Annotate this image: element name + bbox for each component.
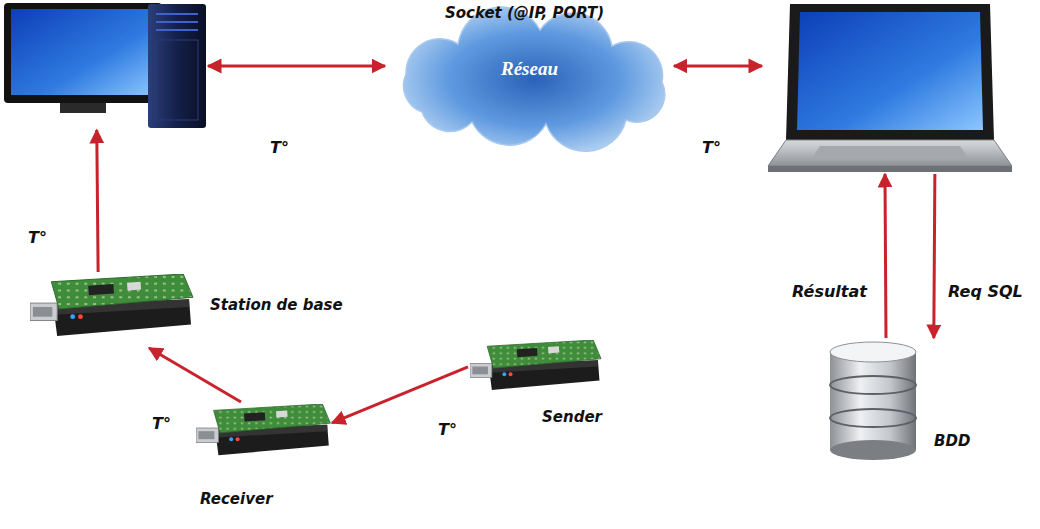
laptop (768, 4, 1012, 172)
cloud-label: Réseau (385, 58, 674, 81)
receiver-node: Receiver (192, 402, 332, 518)
network-cloud-node: Socket (@IP, PORT) Réseau (385, 4, 674, 128)
socket-label: Socket (@IP, PORT) (445, 4, 604, 22)
edge-label: T° (268, 138, 291, 157)
device-label: Sender (542, 408, 602, 426)
laptop-node (762, 2, 1014, 174)
arrow-connector (885, 174, 886, 338)
sender-mote (470, 340, 601, 390)
base-station-mote (30, 274, 193, 336)
arrow-connector (934, 174, 935, 338)
desktop-computer-node (2, 2, 208, 130)
edge-label: T° (150, 414, 173, 433)
arrow-connector (149, 348, 241, 402)
arrow-connector (332, 367, 468, 423)
edge-label: Résultat (790, 282, 869, 301)
database-node: BDD (822, 338, 994, 464)
edge-label: T° (26, 228, 49, 247)
base-station-node: Station de base (28, 272, 347, 348)
edge-label: Req SQL (946, 282, 1025, 301)
edge-label: T° (700, 138, 723, 157)
arrow-connector (674, 64, 762, 67)
device-label: Station de base (210, 296, 343, 314)
device-label: Receiver (200, 490, 273, 508)
edge-label: T° (436, 420, 459, 439)
sender-node: Sender (468, 338, 610, 434)
desktop-computer (4, 3, 206, 128)
receiver-mote (196, 404, 330, 455)
network-cloud (403, 7, 664, 151)
database-cylinder (830, 342, 916, 460)
arrow-connector (208, 65, 385, 68)
arrow-connector (97, 130, 98, 272)
database-label: BDD (934, 432, 970, 450)
